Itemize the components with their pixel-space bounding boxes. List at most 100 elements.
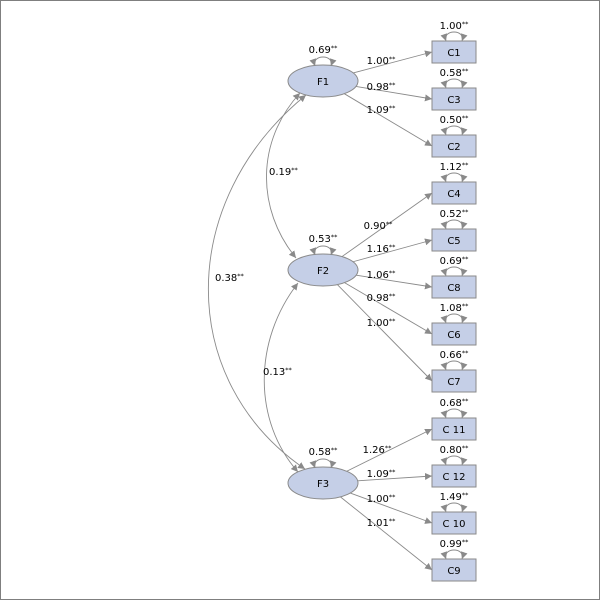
loading-value: 0.98 <box>367 293 389 304</box>
indicator-box <box>431 322 477 346</box>
indicator-label: C2 <box>447 142 460 153</box>
indicator-label: C5 <box>447 236 460 247</box>
loading-value: 1.06 <box>367 270 389 281</box>
variance-value: 0.58 <box>309 447 331 458</box>
loading-value: 1.00 <box>367 318 389 329</box>
error-sig: ** <box>462 161 469 169</box>
factor-variance-loop <box>309 245 337 256</box>
error-variance-loop <box>440 455 468 466</box>
factor-variance-loop <box>309 56 337 67</box>
loading-label-c3: 0.98** <box>367 81 397 93</box>
loading-label-c2: 1.09** <box>367 104 397 116</box>
covariance-label-f1-f3: 0.38** <box>215 272 245 284</box>
error-variance-label-c8: 0.69** <box>440 255 470 267</box>
error-variance-loop <box>440 219 468 230</box>
error-variance-loop <box>440 313 468 324</box>
indicator-c1: C1 <box>431 40 477 64</box>
loading-arrow-c12 <box>357 472 433 482</box>
error-sig: ** <box>462 67 469 75</box>
loading-sig: ** <box>389 317 396 325</box>
loading-arrow-c11 <box>346 428 433 472</box>
factor-f2: F2 <box>287 253 359 287</box>
loading-value: 1.09 <box>367 469 389 480</box>
error-sig: ** <box>462 538 469 546</box>
indicator-c5: C5 <box>431 228 477 252</box>
error-sig: ** <box>462 255 469 263</box>
error-value: 1.00 <box>440 21 462 32</box>
indicator-label: C1 <box>447 48 460 59</box>
indicator-label: C 12 <box>443 472 466 483</box>
indicator-label: C4 <box>447 189 460 200</box>
error-value: 1.49 <box>440 492 462 503</box>
loading-sig: ** <box>389 269 396 277</box>
indicator-c8: C8 <box>431 275 477 299</box>
covariance-sig: ** <box>291 166 298 174</box>
loading-value: 1.09 <box>367 105 389 116</box>
variance-sig: ** <box>331 44 338 52</box>
error-variance-loop <box>440 172 468 183</box>
indicator-label: C7 <box>447 377 460 388</box>
loading-sig: ** <box>389 292 396 300</box>
loading-arrow-c3 <box>355 85 433 102</box>
indicator-c6: C6 <box>431 322 477 346</box>
error-variance-label-c1: 1.00** <box>440 20 470 32</box>
error-value: 0.99 <box>440 539 462 550</box>
loading-sig: ** <box>389 104 396 112</box>
indicator-box <box>431 417 477 441</box>
error-variance-loop <box>440 502 468 513</box>
error-sig: ** <box>462 208 469 216</box>
loading-sig: ** <box>389 493 396 501</box>
variance-value: 0.69 <box>309 45 331 56</box>
indicator-box <box>431 134 477 158</box>
loading-label-c12: 1.09** <box>367 468 397 480</box>
error-variance-label-c6: 1.08** <box>440 302 470 314</box>
indicator-label: C9 <box>447 566 460 577</box>
indicator-label: C 11 <box>443 425 466 436</box>
loading-arrow-c9 <box>340 496 433 571</box>
loading-label-c7: 1.00** <box>367 317 397 329</box>
loading-label-c1: 1.00** <box>367 55 397 67</box>
error-value: 1.08 <box>440 303 462 314</box>
error-sig: ** <box>462 114 469 122</box>
loading-arrow-c6 <box>344 282 433 335</box>
loading-value: 1.16 <box>367 244 389 255</box>
variance-layer <box>309 31 468 560</box>
error-value: 0.50 <box>440 115 462 126</box>
covariance-label-f2-f3: 0.13** <box>263 366 293 378</box>
error-sig: ** <box>462 20 469 28</box>
error-variance-loop <box>440 549 468 560</box>
variance-value: 0.53 <box>309 234 331 245</box>
indicator-box <box>431 558 477 582</box>
indicator-c12: C 12 <box>431 464 477 488</box>
error-variance-loop <box>440 125 468 136</box>
indicator-box <box>431 228 477 252</box>
covariance-value: 0.13 <box>263 367 285 378</box>
factor-label: F3 <box>317 479 329 490</box>
error-value: 0.69 <box>440 256 462 267</box>
error-value: 0.80 <box>440 445 462 456</box>
loading-label-c11: 1.26** <box>363 444 393 456</box>
factor-variance-loop <box>309 458 337 469</box>
loading-value: 1.00 <box>367 494 389 505</box>
loading-sig: ** <box>389 468 396 476</box>
factor-variance-label-f2: 0.53** <box>309 233 339 245</box>
covariance-value: 0.19 <box>269 167 291 178</box>
loading-label-c6: 0.98** <box>367 292 397 304</box>
error-variance-loop <box>440 78 468 89</box>
loading-label-c8: 1.06** <box>367 269 397 281</box>
loading-arrow-c1 <box>353 50 433 74</box>
error-variance-loop <box>440 408 468 419</box>
indicator-c9: C9 <box>431 558 477 582</box>
error-sig: ** <box>462 302 469 310</box>
loading-sig: ** <box>386 220 393 228</box>
loading-value: 1.26 <box>363 445 385 456</box>
error-variance-loop <box>440 266 468 277</box>
indicator-label: C3 <box>447 95 460 106</box>
indicator-box <box>431 464 477 488</box>
factor-f1: F1 <box>287 64 359 98</box>
indicator-c10: C 10 <box>431 511 477 535</box>
error-variance-label-c2: 0.50** <box>440 114 470 126</box>
error-variance-label-c10: 1.49** <box>440 491 470 503</box>
error-variance-label-c3: 0.58** <box>440 67 470 79</box>
